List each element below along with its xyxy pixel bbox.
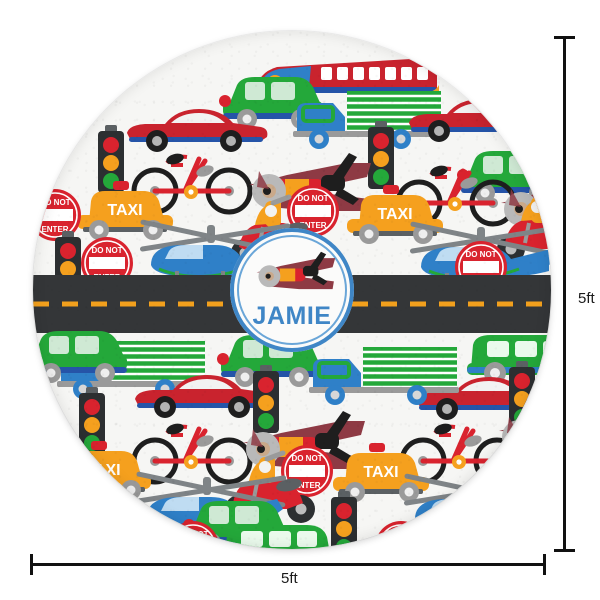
badge-outer-ring: [230, 228, 354, 352]
badge-inner-ring: [237, 235, 347, 345]
airplane-icon: [256, 251, 336, 290]
transportation-pattern-art: DO NOT ENTER TAXI: [33, 31, 551, 549]
height-dimension-cap-top: [554, 36, 575, 39]
height-dimension-label: 5ft: [578, 290, 595, 307]
monogram-badge[interactable]: JAMIE: [230, 228, 354, 352]
rug-surface: DO NOT ENTER TAXI: [33, 31, 551, 549]
width-dimension-line: [30, 563, 546, 566]
monogram-name-text: JAMIE: [252, 302, 332, 330]
width-dimension-cap-left: [30, 554, 33, 575]
round-rug[interactable]: DO NOT ENTER TAXI: [33, 31, 551, 549]
height-dimension-cap-bottom: [554, 549, 575, 552]
width-dimension-cap-right: [543, 554, 546, 575]
width-dimension-label: 5ft: [281, 570, 298, 587]
height-dimension-line: [563, 36, 566, 552]
